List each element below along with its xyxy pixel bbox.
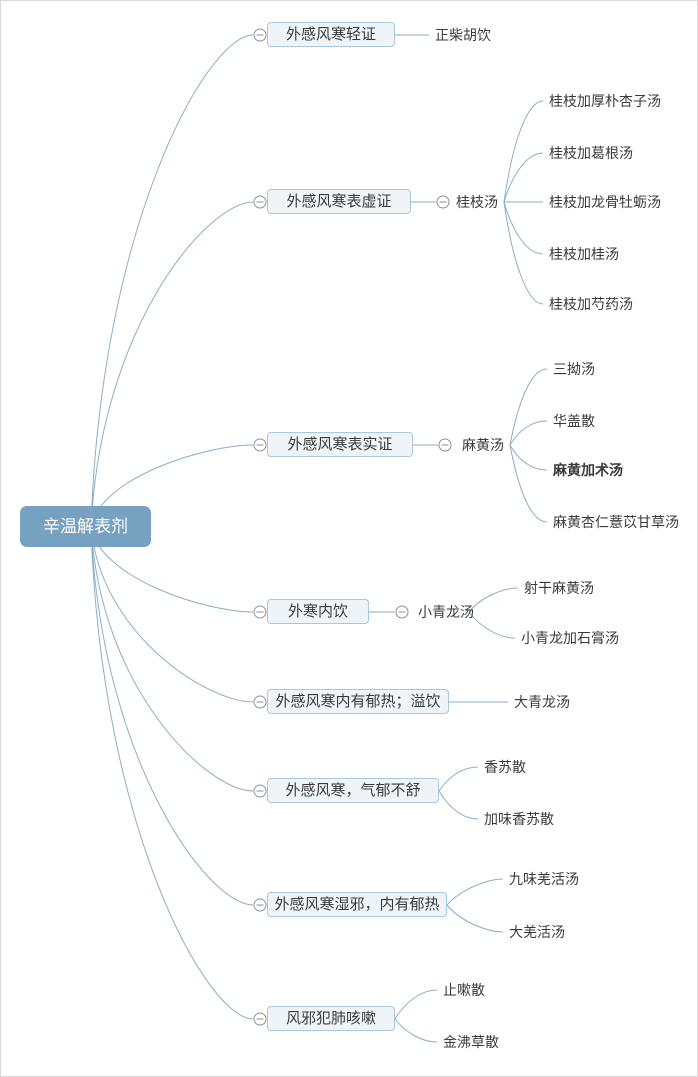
formula-label[interactable]: 九味羌活汤 (509, 871, 579, 887)
formula-label[interactable]: 小青龙加石膏汤 (521, 630, 619, 646)
connector (438, 790, 479, 820)
connector (509, 368, 548, 446)
connector (509, 444, 548, 471)
collapse-toggle-icon[interactable] (253, 695, 267, 709)
branch-box-shixie-yure[interactable]: 外感风寒湿邪，内有郁热 (267, 892, 447, 917)
connector (503, 100, 544, 203)
formula-label[interactable]: 大青龙汤 (514, 694, 570, 710)
collapse-toggle-icon[interactable] (395, 605, 409, 619)
connector (394, 989, 438, 1020)
formula-label[interactable]: 止嗽散 (443, 982, 485, 998)
base-formula-xiaoqinglongtang[interactable]: 小青龙汤 (418, 604, 474, 620)
formula-label[interactable]: 桂枝加厚朴杏子汤 (549, 93, 661, 109)
connector (509, 444, 548, 523)
formula-label[interactable]: 射干麻黄汤 (524, 580, 594, 596)
formula-label[interactable]: 桂枝加芍药汤 (549, 296, 633, 312)
formula-label[interactable]: 正柴胡饮 (435, 27, 491, 43)
connector (438, 766, 479, 792)
branch-curve (90, 526, 254, 792)
formula-label[interactable]: 三拗汤 (553, 361, 595, 377)
formula-label[interactable]: 华盖散 (553, 413, 595, 429)
formula-label[interactable]: 桂枝加桂汤 (549, 246, 619, 262)
collapse-toggle-icon[interactable] (253, 28, 267, 42)
connector (446, 878, 504, 906)
branch-box-waihanneiyin[interactable]: 外寒内饮 (267, 599, 369, 624)
formula-label[interactable]: 桂枝加葛根汤 (549, 145, 633, 161)
connector (468, 587, 519, 613)
connector (509, 420, 548, 446)
root-node[interactable]: 辛温解表剂 (20, 506, 151, 547)
base-formula-guizhitang[interactable]: 桂枝汤 (456, 194, 498, 210)
formula-label[interactable]: 加味香苏散 (484, 811, 554, 827)
collapse-toggle-icon[interactable] (253, 195, 267, 209)
collapse-toggle-icon[interactable] (253, 898, 267, 912)
connector (503, 152, 544, 203)
collapse-toggle-icon[interactable] (253, 605, 267, 619)
formula-label[interactable]: 香苏散 (484, 759, 526, 775)
formula-label[interactable]: 麻黄加术汤 (553, 462, 623, 478)
connector (394, 1018, 438, 1043)
formula-label[interactable]: 大羌活汤 (509, 924, 565, 940)
branch-curve (90, 34, 254, 528)
connector (503, 201, 544, 255)
collapse-toggle-icon[interactable] (253, 784, 267, 798)
collapse-toggle-icon[interactable] (253, 1012, 267, 1026)
collapse-toggle-icon[interactable] (436, 195, 450, 209)
formula-label[interactable]: 麻黄杏仁薏苡甘草汤 (553, 514, 679, 530)
branch-box-biaoshizheng[interactable]: 外感风寒表实证 (267, 432, 413, 457)
connector (468, 611, 516, 639)
branch-curve (90, 526, 254, 906)
branch-box-yure-yiyin[interactable]: 外感风寒内有郁热；溢饮 (267, 689, 449, 714)
branch-curve (90, 201, 254, 528)
connector (446, 904, 504, 933)
branch-box-biaoxuzheng[interactable]: 外感风寒表虚证 (267, 189, 411, 214)
branch-box-fengxiefanfei[interactable]: 风邪犯肺咳嗽 (267, 1006, 395, 1031)
branch-curve (90, 526, 254, 703)
formula-label[interactable]: 金沸草散 (443, 1034, 499, 1050)
branch-box-qiyubushu[interactable]: 外感风寒，气郁不舒 (267, 778, 439, 803)
collapse-toggle-icon[interactable] (438, 438, 452, 452)
branch-curve (90, 526, 254, 1020)
branch-box-qingzheng[interactable]: 外感风寒轻证 (267, 22, 395, 47)
formula-label[interactable]: 桂枝加龙骨牡蛎汤 (549, 194, 661, 210)
collapse-toggle-icon[interactable] (253, 438, 267, 452)
connector (503, 201, 544, 305)
base-formula-mahuangtang[interactable]: 麻黄汤 (462, 437, 504, 453)
